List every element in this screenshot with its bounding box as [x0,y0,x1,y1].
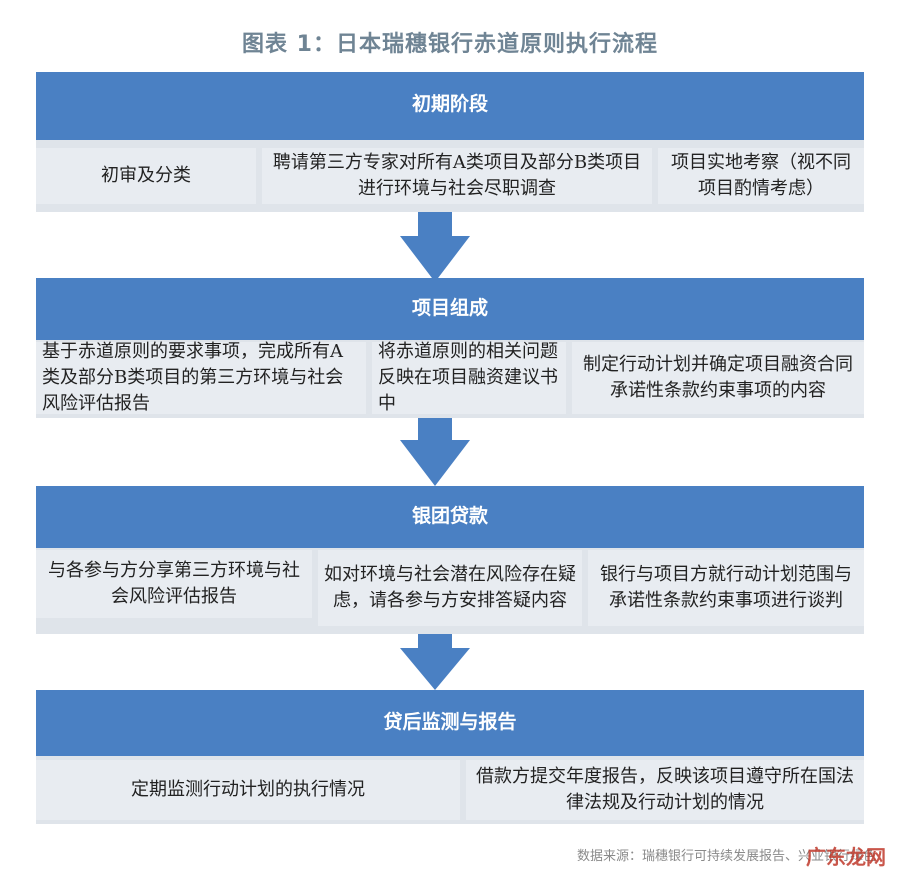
step-box: 定期监测行动计划的执行情况 [36,760,460,820]
step-box: 项目实地考察（视不同项目酌情考虑） [658,148,864,204]
data-source-note: 数据来源：瑞穗银行可持续发展报告、兴业银行绿色 [576,849,876,864]
step-box: 借款方提交年度报告，反映该项目遵守所在国法律法规及行动计划的情况 [466,760,864,820]
stage-header: 项目组成 [36,278,864,340]
step-box: 聘请第三方专家对所有A类项目及部分B类项目进行环境与社会尽职调查 [262,148,652,204]
stage-syndicated-loan: 银团贷款 与各参与方分享第三方环境与社会风险评估报告 如对环境与社会潜在风险存在… [36,486,864,634]
stage-initial: 初期阶段 初审及分类 聘请第三方专家对所有A类项目及部分B类项目进行环境与社会尽… [36,72,864,212]
step-box: 制定行动计划并确定项目融资合同承诺性条款约束事项的内容 [572,342,864,414]
diagram-title: 图表 1：日本瑞穗银行赤道原则执行流程 [242,32,658,57]
stage-project-formation: 项目组成 基于赤道原则的要求事项，完成所有A类及部分B类项目的第三方环境与社会风… [36,278,864,418]
step-box: 与各参与方分享第三方环境与社会风险评估报告 [36,550,312,618]
stage-header: 初期阶段 [36,72,864,140]
step-box: 银行与项目方就行动计划范围与承诺性条款约束事项进行谈判 [588,550,864,626]
step-box: 将赤道原则的相关问题反映在项目融资建议书中 [372,341,566,414]
stage-header: 银团贷款 [36,486,864,548]
stage-header: 贷后监测与报告 [36,690,864,756]
step-box: 如对环境与社会潜在风险存在疑虑，请各参与方安排答疑内容 [318,550,582,626]
stage-post-loan-monitoring: 贷后监测与报告 定期监测行动计划的执行情况 借款方提交年度报告，反映该项目遵守所… [36,690,864,824]
step-box: 初审及分类 [36,148,256,204]
watermark-logo: 广东龙网 [806,845,886,869]
step-box: 基于赤道原则的要求事项，完成所有A类及部分B类项目的第三方环境与社会风险评估报告 [36,341,366,414]
